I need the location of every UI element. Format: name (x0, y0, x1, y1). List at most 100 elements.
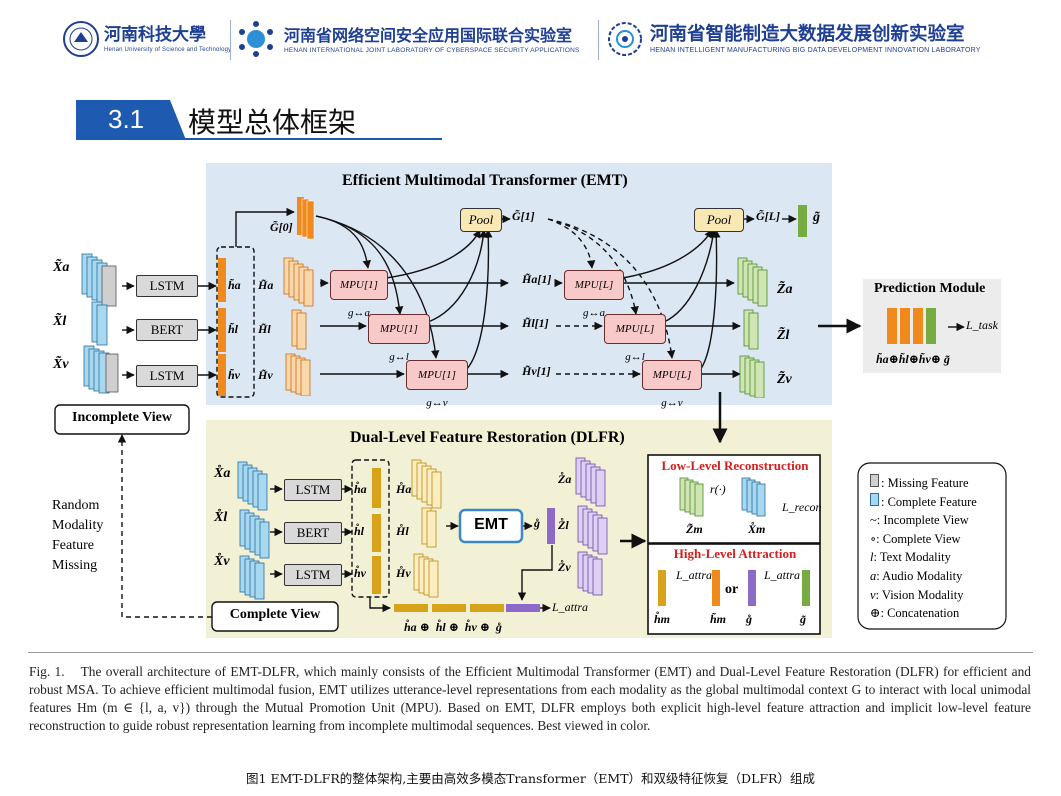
H-label-vision: H̃v (258, 368, 273, 382)
legend-item-vision: v: Vision Modality (870, 586, 977, 605)
h-label-vision: h̃v (228, 368, 240, 382)
section-number: 3.1 (108, 104, 145, 134)
concat-bar-global (506, 604, 540, 612)
H-ring-label-text: H̊l (396, 524, 409, 538)
h-ring-label-audio: h̊a (354, 482, 367, 496)
low-level-title: Low-Level Reconstruction (661, 458, 809, 473)
mpu1-text: MPU[1] g↔l (368, 314, 430, 363)
logo1-cn: 河南科技大學 (104, 25, 206, 45)
h-ring-label-vision: h̊v (354, 566, 366, 580)
caption-fig-label: Fig. 1. (29, 664, 65, 679)
g-ring-bar-attr (748, 570, 756, 606)
pool-L: Pool (694, 208, 744, 232)
loss-recon-label: L_recon (782, 500, 822, 514)
z-feature-stacks-bottom (575, 457, 608, 596)
legend-item-concat: ⊕: Concatenation (870, 604, 977, 623)
Z-ring-label-audio: Z̊a (558, 472, 572, 486)
concat-bar-vision (470, 604, 504, 612)
section-number-shape (76, 100, 186, 140)
legend-item-complete: : Complete Feature (870, 492, 977, 512)
Z-label-vision: Z̃v (777, 372, 792, 387)
random-missing-line: Missing (52, 558, 98, 573)
g0-label: G̃[0] (270, 220, 293, 234)
encoder-lstm-audio-bottom: LSTM (284, 479, 342, 501)
H1-label-text: H̃l[1] (522, 316, 549, 330)
encoder-lstm-audio: LSTM (136, 275, 198, 297)
low-level-feature-stacks (679, 477, 766, 517)
logo3-cn: 河南省智能制造大数据发展创新实验室 (650, 24, 965, 45)
Z-label-text: Z̃l (777, 328, 790, 343)
mpu1-vision: MPU[1] g↔v (406, 360, 468, 409)
legend-text: : Complete View (876, 531, 961, 546)
header-divider (230, 20, 231, 60)
section-heading: 3.1 模型总体框架 (76, 100, 442, 140)
legend-item-incomplete-view: ~: Incomplete View (870, 511, 977, 530)
g-ring-attr-label: g̊ (746, 612, 752, 626)
legend-symbol: l (870, 550, 874, 565)
logo2-en: HENAN INTERNATIONAL JOINT LABORATORY OF … (284, 47, 580, 54)
caption-divider (28, 652, 1033, 653)
input-ring-audio: X̊a (214, 466, 231, 481)
legend-swatch (870, 474, 879, 487)
random-missing-label: Random Modality Feature Missing (52, 496, 103, 576)
hm-ring-bar (658, 570, 666, 606)
header-divider (598, 20, 599, 60)
h-feature-stacks-bottom (411, 459, 442, 598)
r-func-label: r(·) (710, 482, 726, 496)
random-missing-line: Feature (52, 538, 94, 553)
university-seal-icon (63, 21, 99, 57)
section-title: 模型总体框架 (188, 106, 357, 139)
dlfr-concat-label: h̊a ⊕ h̊l ⊕ h̊v ⊕ g̊ (404, 620, 502, 634)
legend-symbol: ⊕ (870, 606, 881, 621)
loss-attra-concat: L_attra (552, 600, 589, 614)
h-ring-label-text: h̊l (354, 524, 365, 538)
Zm-label: Z̃m (686, 522, 703, 536)
input-feature-stacks-bottom (237, 461, 270, 600)
H-label-audio: H̃a (258, 278, 274, 292)
legend-item-complete-view: ∘: Complete View (870, 530, 977, 549)
cyber-lab-icon (239, 21, 273, 57)
h-ring-bar-audio (372, 468, 381, 508)
random-missing-line: Modality (52, 518, 104, 533)
high-level-title: High-Level Attraction (673, 546, 797, 561)
g1-label: G̃[1] (512, 209, 535, 223)
h-label-text: h̃l (228, 322, 239, 336)
prediction-concat-label: h̃a⊕h̃l⊕h̃v⊕ g̃ (876, 352, 950, 366)
encoder-lstm-vision: LSTM (136, 365, 198, 387)
prediction-bars (887, 308, 936, 344)
h-bar-text (218, 308, 226, 352)
architecture-diagram: Efficient Multimodal Transformer (EMT) D… (52, 163, 1007, 638)
g-tilde-attr-label: g̃ (800, 612, 806, 626)
loss-task-label: L_task (966, 318, 999, 332)
input-label-vision: X̃v (53, 357, 69, 372)
concat-bar-audio (394, 604, 428, 612)
random-missing-line: Random (52, 498, 100, 513)
g0-bars (297, 197, 315, 240)
legend-swatch (870, 492, 879, 506)
gL-label: G̃[L] (756, 209, 780, 223)
g-ring-bar (547, 508, 555, 544)
loss-attra-left: L_attra (676, 568, 713, 582)
encoder-bert-text: BERT (136, 319, 198, 341)
z-feature-stacks-top (737, 257, 768, 398)
legend-item-text: l: Text Modality (870, 548, 977, 567)
logo1-en: Henan University of Science and Technolo… (104, 47, 232, 53)
logo3-en: HENAN INTELLIGENT MANUFACTURING BIG DATA… (650, 47, 981, 54)
H1-label-audio: H̃a[1] (522, 272, 552, 286)
input-feature-stacks-top (81, 253, 119, 394)
h-bar-audio (218, 258, 226, 302)
mpu1-audio: MPU[1] g↔a (330, 270, 388, 319)
figure-caption: Fig. 1.The overall architecture of EMT-D… (29, 663, 1031, 735)
h-label-audio: h̃a (228, 278, 241, 292)
input-ring-text: X̊l (214, 510, 228, 525)
legend-symbol: ∘ (870, 531, 877, 546)
section-underline (176, 138, 442, 140)
header-bar: 河南科技大學 Henan University of Science and T… (0, 0, 1061, 80)
caption-text: The overall architecture of EMT-DLFR, wh… (29, 664, 1031, 733)
or-label: or (725, 582, 739, 597)
input-ring-vision: X̊v (214, 554, 230, 569)
diagram-connectors (54, 207, 1007, 635)
legend-symbol: a (870, 568, 877, 583)
legend-text: : Text Modality (873, 550, 951, 565)
H1-label-vision: H̃v[1] (522, 364, 551, 378)
